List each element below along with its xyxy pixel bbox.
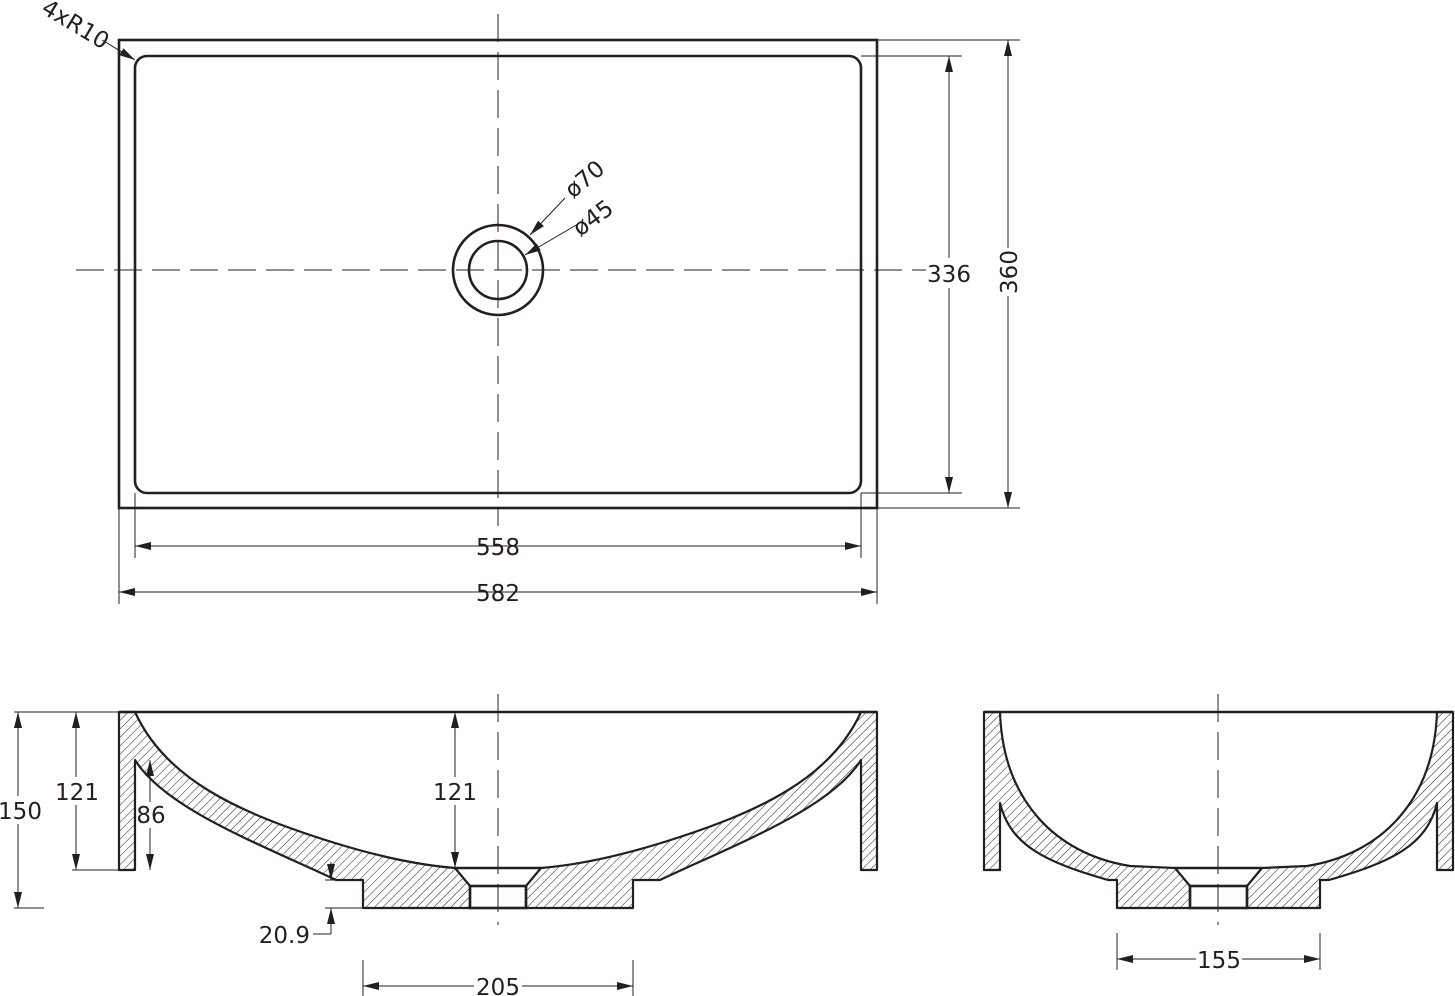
inner-leg-label: 86 <box>136 803 165 829</box>
bottom-thickness-label: 20.9 <box>259 923 310 949</box>
front-right-wall-section <box>524 710 879 910</box>
outer-width-label: 582 <box>476 581 520 607</box>
top-view: 4xR10 ø70 ø45 558 582 336 360 <box>37 0 1023 607</box>
outer-height-label: 121 <box>55 780 99 806</box>
outer-depth-label-bg <box>996 248 1022 296</box>
corner-radius-label: 4xR10 <box>37 0 113 55</box>
outer-depth-label: 360 <box>997 250 1023 294</box>
inner-depth-label-bg <box>926 258 972 288</box>
side-right-wall-section <box>1245 710 1455 910</box>
inner-hole-leader <box>524 223 579 256</box>
drain-inner-circle <box>467 239 529 301</box>
total-height-label-bg <box>0 796 42 824</box>
corner-radius-leader <box>101 39 136 61</box>
total-height-label: 150 <box>0 799 42 825</box>
inner-width-label: 558 <box>476 535 520 561</box>
outer-hole-leader <box>529 197 566 236</box>
inner-depth-label: 336 <box>927 262 971 288</box>
base-width-label-bg <box>474 974 522 996</box>
center-depth-label-bg <box>432 777 478 805</box>
side-base-width-label: 155 <box>1197 948 1241 974</box>
basin-inner-outline <box>133 54 863 495</box>
side-base-label-bg <box>1196 946 1242 972</box>
center-depth-label: 121 <box>433 780 477 806</box>
drain-outer-circle <box>451 223 545 317</box>
side-left-wall-section <box>982 710 1192 910</box>
outer-height-label-bg <box>55 777 99 805</box>
front-left-wall-section <box>117 710 472 910</box>
side-section-view: 155 <box>982 694 1455 974</box>
inner-leg-label-bg <box>137 802 165 828</box>
front-section-view: 150 121 86 121 20.9 205 <box>0 694 879 996</box>
base-width-label: 205 <box>476 975 520 996</box>
